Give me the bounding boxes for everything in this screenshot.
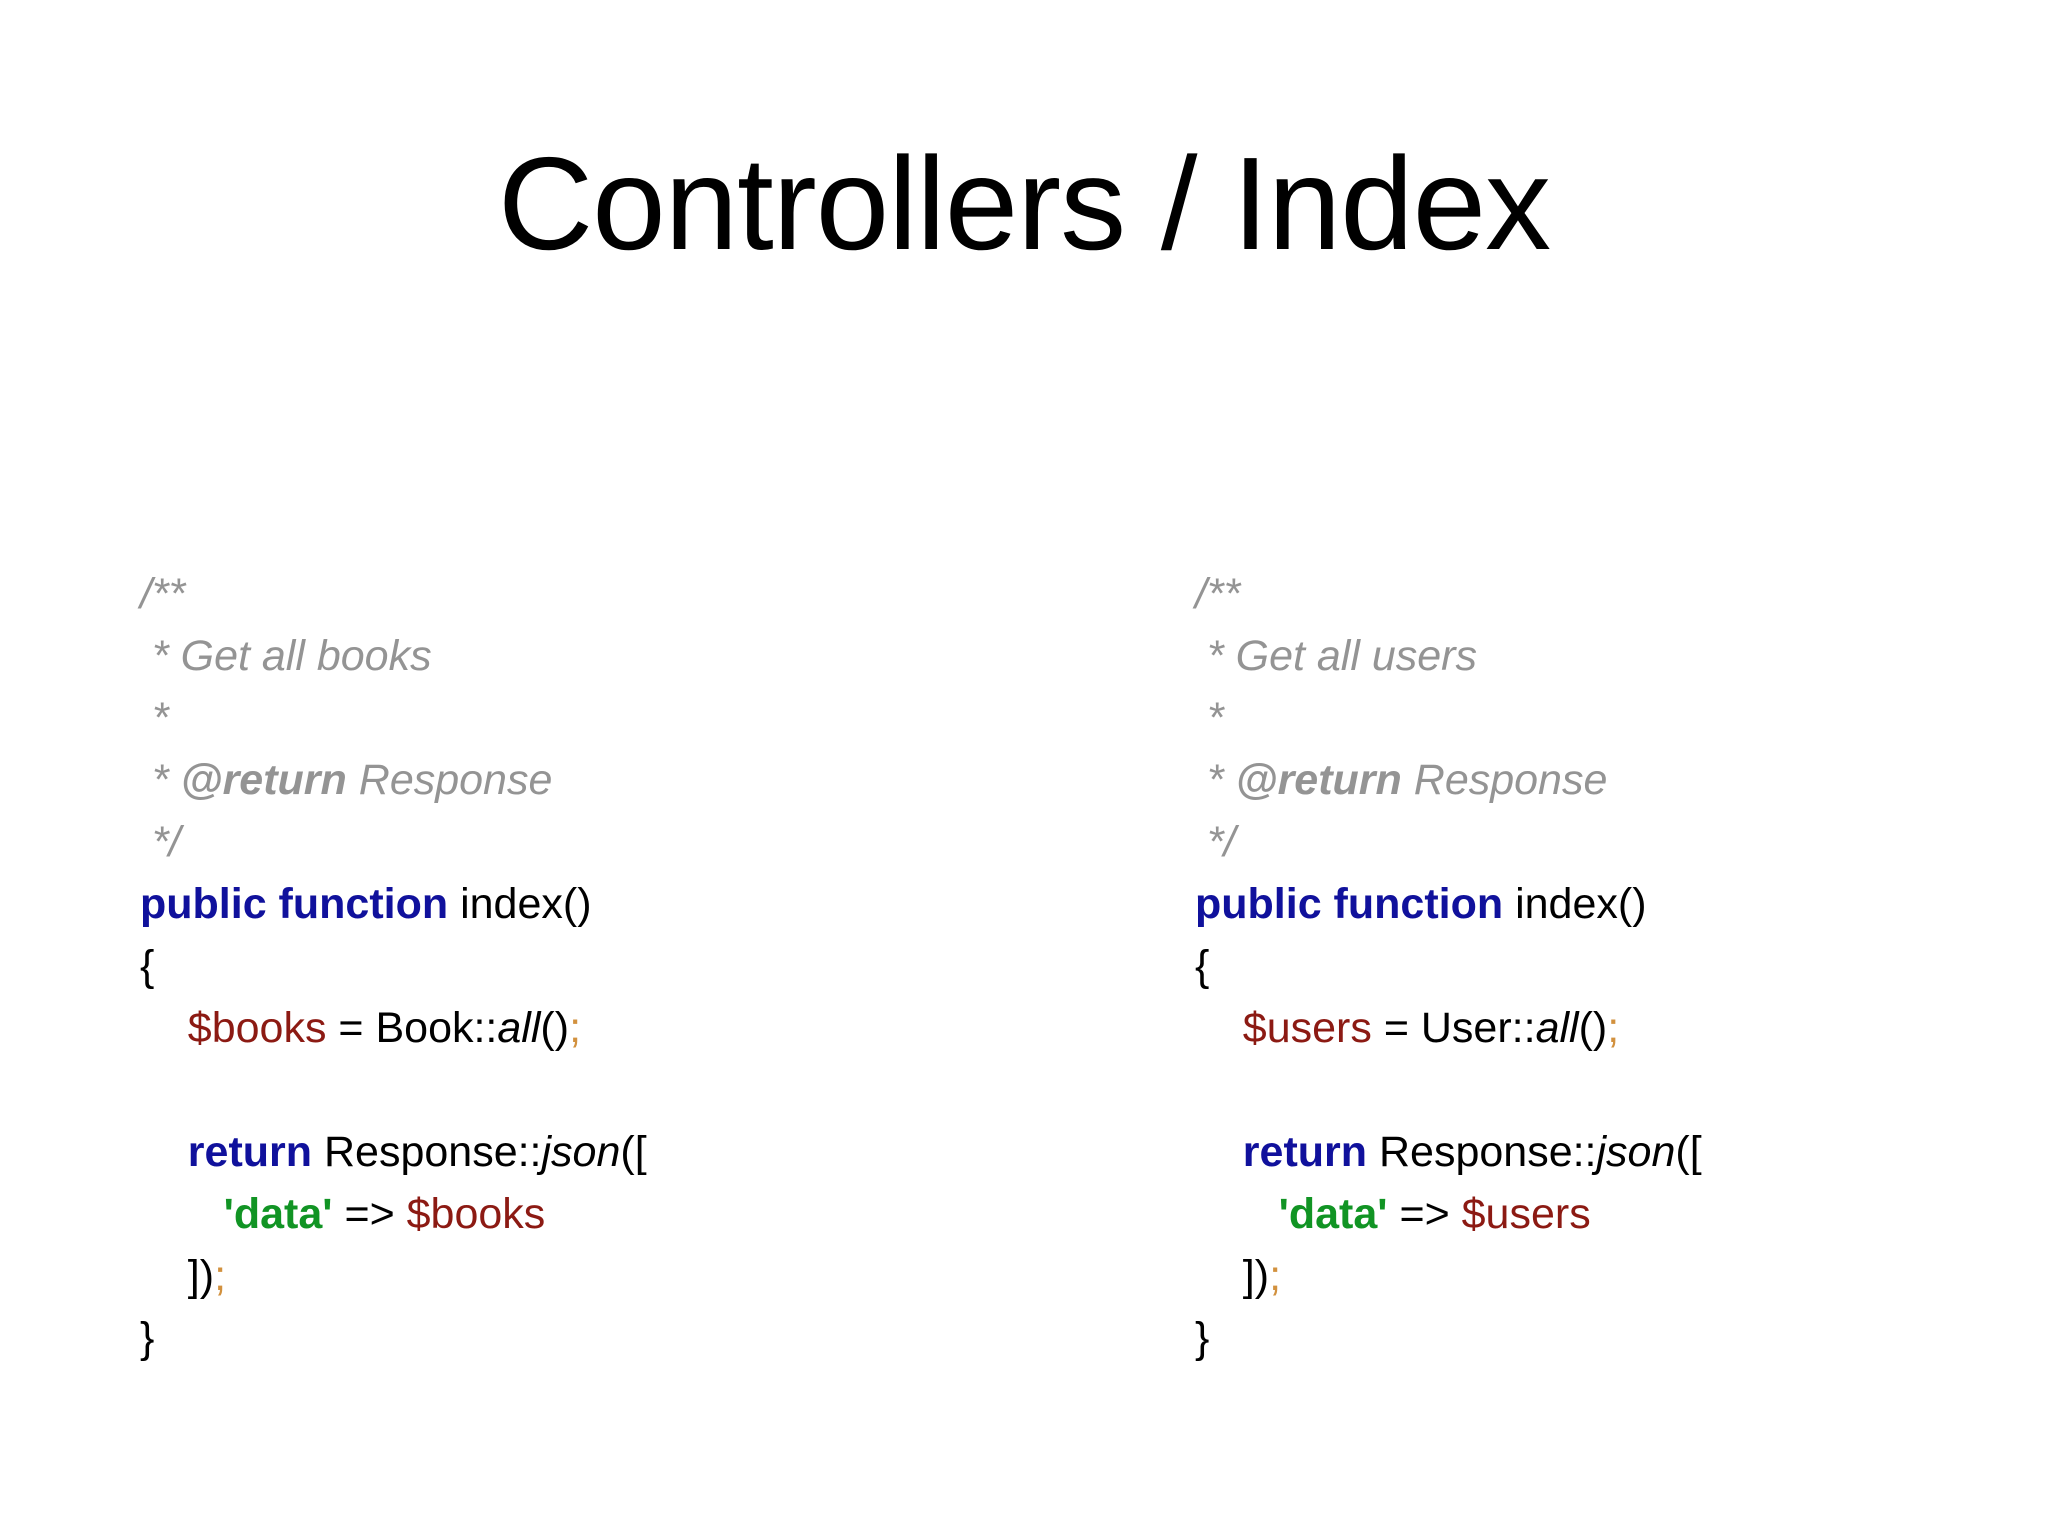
code-token-plain: ([	[1675, 1128, 1702, 1176]
code-line: * @return Response	[1195, 749, 1702, 811]
code-token-comment: /**	[140, 570, 186, 618]
code-token-plain: {	[140, 942, 155, 990]
code-token-plain: =>	[332, 1190, 407, 1238]
code-token-plain: ()	[540, 1004, 570, 1052]
code-line: {	[1195, 935, 1702, 997]
code-token-string: 'data'	[1278, 1190, 1388, 1238]
code-line: $books = Book::all();	[140, 997, 647, 1059]
code-token-comment: * Get all users	[1195, 632, 1477, 680]
code-token-plain: }	[140, 1314, 155, 1362]
code-token-keyword: public function	[140, 880, 449, 928]
code-token-var: $books	[406, 1190, 546, 1238]
page-title: Controllers / Index	[497, 130, 1551, 277]
code-token-method: json	[541, 1128, 621, 1176]
code-line: * Get all books	[140, 625, 647, 687]
code-token-method: all	[1535, 1004, 1579, 1052]
code-token-var: $users	[1242, 1004, 1372, 1052]
code-token-string: 'data'	[223, 1190, 333, 1238]
code-line: return Response::json([	[1195, 1121, 1702, 1183]
code-token-punct: ;	[569, 1004, 582, 1052]
code-block-user-controller: /** * Get all users * * @return Response…	[1195, 563, 1702, 1369]
code-line: /**	[140, 563, 647, 625]
code-token-keyword: public function	[1195, 880, 1504, 928]
code-token-comment: /**	[1195, 570, 1241, 618]
code-token-keyword: return	[1242, 1128, 1368, 1176]
code-token-plain: = Book::	[326, 1004, 498, 1052]
code-line	[140, 1059, 647, 1121]
code-token-var: $users	[1461, 1190, 1591, 1238]
code-line: public function index()	[1195, 873, 1702, 935]
code-token-plain	[1195, 1128, 1243, 1176]
code-token-plain	[140, 1128, 188, 1176]
code-token-plain	[1195, 1066, 1207, 1114]
code-token-method: all	[497, 1004, 541, 1052]
code-token-plain	[1195, 1004, 1243, 1052]
code-token-plain	[1195, 1190, 1279, 1238]
code-token-plain: ([	[620, 1128, 647, 1176]
code-line: 'data' => $books	[140, 1183, 647, 1245]
code-token-comment-tag: @return	[1235, 756, 1402, 804]
code-line: */	[140, 811, 647, 873]
code-token-plain: =>	[1387, 1190, 1462, 1238]
code-token-plain: {	[1195, 942, 1210, 990]
code-line: {	[140, 935, 647, 997]
code-line: *	[140, 687, 647, 749]
code-token-plain: Response::	[312, 1128, 542, 1176]
code-token-method: json	[1596, 1128, 1676, 1176]
code-token-plain: index()	[448, 880, 592, 928]
code-token-comment: Response	[1401, 756, 1608, 804]
code-token-punct: ;	[214, 1252, 227, 1300]
code-line: /**	[1195, 563, 1702, 625]
code-line: * Get all users	[1195, 625, 1702, 687]
code-line: */	[1195, 811, 1702, 873]
code-token-comment-tag: @return	[180, 756, 347, 804]
code-line: }	[1195, 1307, 1702, 1369]
code-token-plain	[140, 1190, 224, 1238]
code-token-comment: *	[140, 694, 169, 742]
code-token-keyword: return	[187, 1128, 313, 1176]
code-token-comment: */	[140, 818, 181, 866]
code-token-plain	[140, 1004, 188, 1052]
code-token-comment: Response	[346, 756, 553, 804]
code-token-plain	[140, 1066, 152, 1114]
code-token-plain: index()	[1503, 880, 1647, 928]
code-line: }	[140, 1307, 647, 1369]
code-token-punct: ;	[1607, 1004, 1620, 1052]
code-token-plain: ])	[1195, 1252, 1270, 1300]
code-line: $users = User::all();	[1195, 997, 1702, 1059]
code-token-comment: *	[1195, 756, 1236, 804]
code-line: return Response::json([	[140, 1121, 647, 1183]
code-line: *	[1195, 687, 1702, 749]
code-token-plain: ()	[1578, 1004, 1608, 1052]
code-line: * @return Response	[140, 749, 647, 811]
code-token-plain: }	[1195, 1314, 1210, 1362]
code-token-comment: */	[1195, 818, 1236, 866]
code-line: public function index()	[140, 873, 647, 935]
code-line: ]);	[1195, 1245, 1702, 1307]
code-line: 'data' => $users	[1195, 1183, 1702, 1245]
code-token-punct: ;	[1269, 1252, 1282, 1300]
code-block-container: /** * Get all books * * @return Response…	[0, 520, 2048, 1362]
code-token-comment: *	[1195, 694, 1224, 742]
code-line: ]);	[140, 1245, 647, 1307]
code-block-book-controller: /** * Get all books * * @return Response…	[140, 563, 647, 1369]
code-token-plain: ])	[140, 1252, 215, 1300]
code-token-comment: * Get all books	[140, 632, 432, 680]
code-token-comment: *	[140, 756, 181, 804]
code-line	[1195, 1059, 1702, 1121]
code-token-plain: Response::	[1367, 1128, 1597, 1176]
code-token-plain: = User::	[1371, 1004, 1536, 1052]
code-token-var: $books	[187, 1004, 327, 1052]
